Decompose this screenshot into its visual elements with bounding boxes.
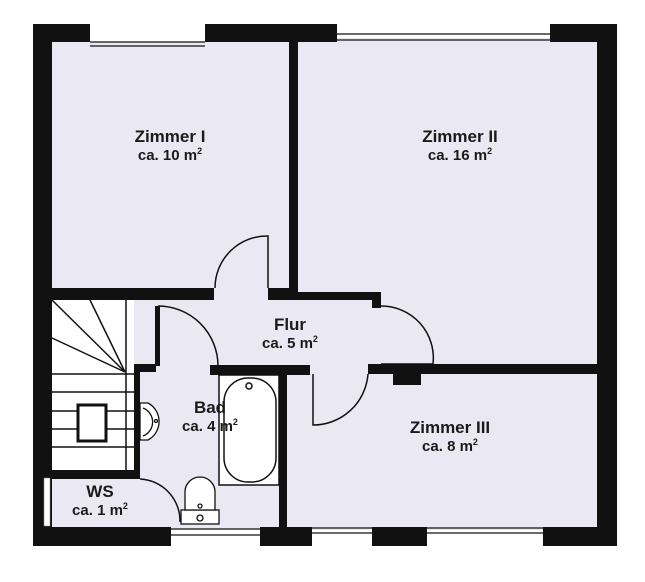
room-area: ca. 8 m2 <box>422 437 478 456</box>
window-ws <box>43 477 51 527</box>
wall-bad-zimmer3 <box>279 370 287 527</box>
wall-bottom-right <box>543 527 617 546</box>
chimney <box>393 372 421 385</box>
window-zimmer1 <box>90 24 205 47</box>
room-area: ca. 16 m2 <box>427 146 493 165</box>
wall-left <box>33 24 52 546</box>
window-zimmer3-left <box>312 527 372 546</box>
wall-top-middle <box>205 24 337 42</box>
door-bad <box>157 305 219 367</box>
wall-ws-top <box>52 470 140 479</box>
staircase <box>51 299 134 470</box>
room-area: ca. 5 m2 <box>262 334 318 353</box>
room-label-zimmer-1: Zimmer I ca. 10 m2 <box>110 126 230 166</box>
wall-flur-zimmer3 <box>210 365 310 375</box>
door-zimmer2 <box>380 305 435 365</box>
wall-bad-door-post <box>155 306 160 366</box>
room-name: Zimmer II <box>422 127 498 146</box>
wall-bottom-left <box>33 527 171 546</box>
room-area: ca. 4 m2 <box>182 417 238 436</box>
room-label-ws: WS ca. 1 m2 <box>60 481 140 521</box>
wall-bad-top-stub <box>134 364 156 372</box>
room-name: WS <box>86 482 114 501</box>
stair-opening <box>76 403 108 443</box>
window-bad <box>171 528 260 546</box>
wall-zimmer1-zimmer2 <box>289 42 298 298</box>
door-zimmer3 <box>312 373 369 426</box>
wall-right <box>597 24 617 546</box>
wall-bottom-mid1 <box>260 527 312 546</box>
room-label-zimmer-2: Zimmer II ca. 16 m2 <box>400 126 520 166</box>
room-label-zimmer-3: Zimmer III ca. 8 m2 <box>390 417 510 457</box>
window-zimmer2 <box>337 24 550 41</box>
wall-zimmer2-bottom <box>289 292 381 300</box>
room-label-flur: Flur ca. 5 m2 <box>235 314 345 354</box>
sink <box>139 402 160 441</box>
wall-bad-stairs <box>134 366 140 478</box>
walls <box>33 24 617 546</box>
wall-zimmer1-bottom-left <box>52 288 214 300</box>
room-area: ca. 10 m2 <box>137 146 203 165</box>
wall-zimmer2-step <box>372 292 381 308</box>
doors <box>139 235 435 523</box>
door-ws <box>139 478 181 523</box>
staircase-area <box>52 300 134 470</box>
room-name: Zimmer I <box>134 127 206 146</box>
bathtub <box>218 374 280 486</box>
window-zimmer3-right <box>427 527 543 546</box>
room-area: ca. 1 m2 <box>72 501 128 520</box>
wall-zimmer3-top <box>368 364 597 374</box>
room-label-bad: Bad ca. 4 m2 <box>160 397 260 437</box>
wall-bottom-mid2 <box>372 527 427 546</box>
toilet <box>180 476 220 525</box>
room-name: Zimmer III <box>409 418 491 437</box>
room-name: Flur <box>273 315 307 334</box>
door-zimmer1 <box>214 235 269 289</box>
room-name: Bad <box>193 398 227 417</box>
